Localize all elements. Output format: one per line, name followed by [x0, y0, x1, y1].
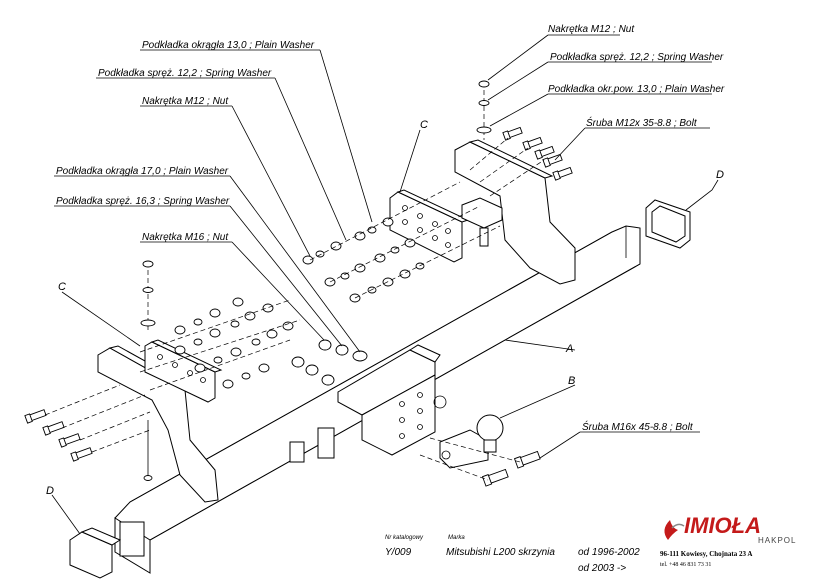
- bracket-plate-small: [461, 197, 503, 247]
- label-nut-m12-left: Nakrętka M12 ; Nut: [142, 96, 229, 107]
- end-cap-d-right: [645, 199, 691, 249]
- leader-lines: [51, 34, 719, 535]
- company-logo-sub: HAKPOL: [758, 536, 796, 545]
- letter-c-top: C: [420, 119, 428, 131]
- vehicle-model: Mitsubishi L200 skrzynia: [446, 547, 555, 558]
- letter-d-left: D: [46, 485, 54, 497]
- letter-d-right: D: [716, 169, 724, 181]
- end-cap-d-left: [69, 527, 122, 579]
- label-plain-washer-13-top: Podkładka okr.pow. 13,0 ; Plain Washer: [548, 84, 725, 95]
- callout-labels: Nakrętka M12 ; Nut Podkładka spręż. 12,2…: [56, 24, 725, 433]
- letter-c-left: C: [58, 281, 66, 293]
- date-range-1: od 1996-2002: [578, 547, 640, 558]
- label-bolt-m16: Śruba M16x 45-8.8 ; Bolt: [582, 420, 694, 433]
- letter-a: A: [565, 343, 573, 355]
- top-fastener-stack: [140, 80, 492, 481]
- bolts-m12-upper-right: [469, 126, 573, 197]
- company-logo-icon: [664, 520, 685, 540]
- footer-info: Nr katalogowy Marka Y/009 Mitsubishi L20…: [385, 535, 640, 574]
- tow-ball-b: [439, 414, 504, 469]
- part-letters: C C D D A B: [46, 119, 724, 497]
- center-mount-block: [289, 344, 447, 463]
- fasteners-m16: [291, 339, 368, 386]
- date-range-2: od 2003 ->: [578, 563, 626, 574]
- company-phone: tel. +48 46 831 73 31: [660, 562, 711, 568]
- company-logo-text: IMIOŁA: [684, 513, 761, 538]
- catalog-label: Nr katalogowy: [385, 535, 424, 541]
- catalog-value: Y/009: [385, 547, 412, 558]
- label-bolt-m12: Śruba M12x 35-8.8 ; Bolt: [586, 116, 698, 129]
- company-block: IMIOŁA HAKPOL 96-111 Kowiesy, Chojnata 2…: [660, 513, 796, 568]
- bolts-lower-left: [24, 384, 151, 462]
- plate-c-top: [389, 189, 470, 263]
- fastener-rows-lower-left: [139, 297, 301, 391]
- company-address: 96-111 Kowiesy, Chojnata 23 A: [660, 550, 752, 558]
- plate-c-left: [144, 339, 223, 403]
- brand-label: Marka: [448, 535, 465, 541]
- label-spring-washer-12-left: Podkładka spręż. 12,2 ; Spring Washer: [98, 68, 272, 79]
- label-nut-m16: Nakrętka M16 ; Nut: [142, 232, 229, 243]
- label-plain-washer-13-left: Podkładka okrągła 13,0 ; Plain Washer: [142, 40, 315, 51]
- label-spring-washer-12-top: Podkładka spręż. 12,2 ; Spring Washer: [550, 52, 724, 63]
- label-plain-washer-17: Podkładka okrągła 17,0 ; Plain Washer: [56, 166, 229, 177]
- bolts-m16-lower-right: [419, 437, 541, 487]
- letter-b: B: [568, 375, 575, 387]
- label-spring-washer-16: Podkładka spręż. 16,3 ; Spring Washer: [56, 196, 230, 207]
- fastener-rows-upper-middle: [302, 181, 501, 303]
- label-nut-m12-top: Nakrętka M12 ; Nut: [548, 24, 635, 35]
